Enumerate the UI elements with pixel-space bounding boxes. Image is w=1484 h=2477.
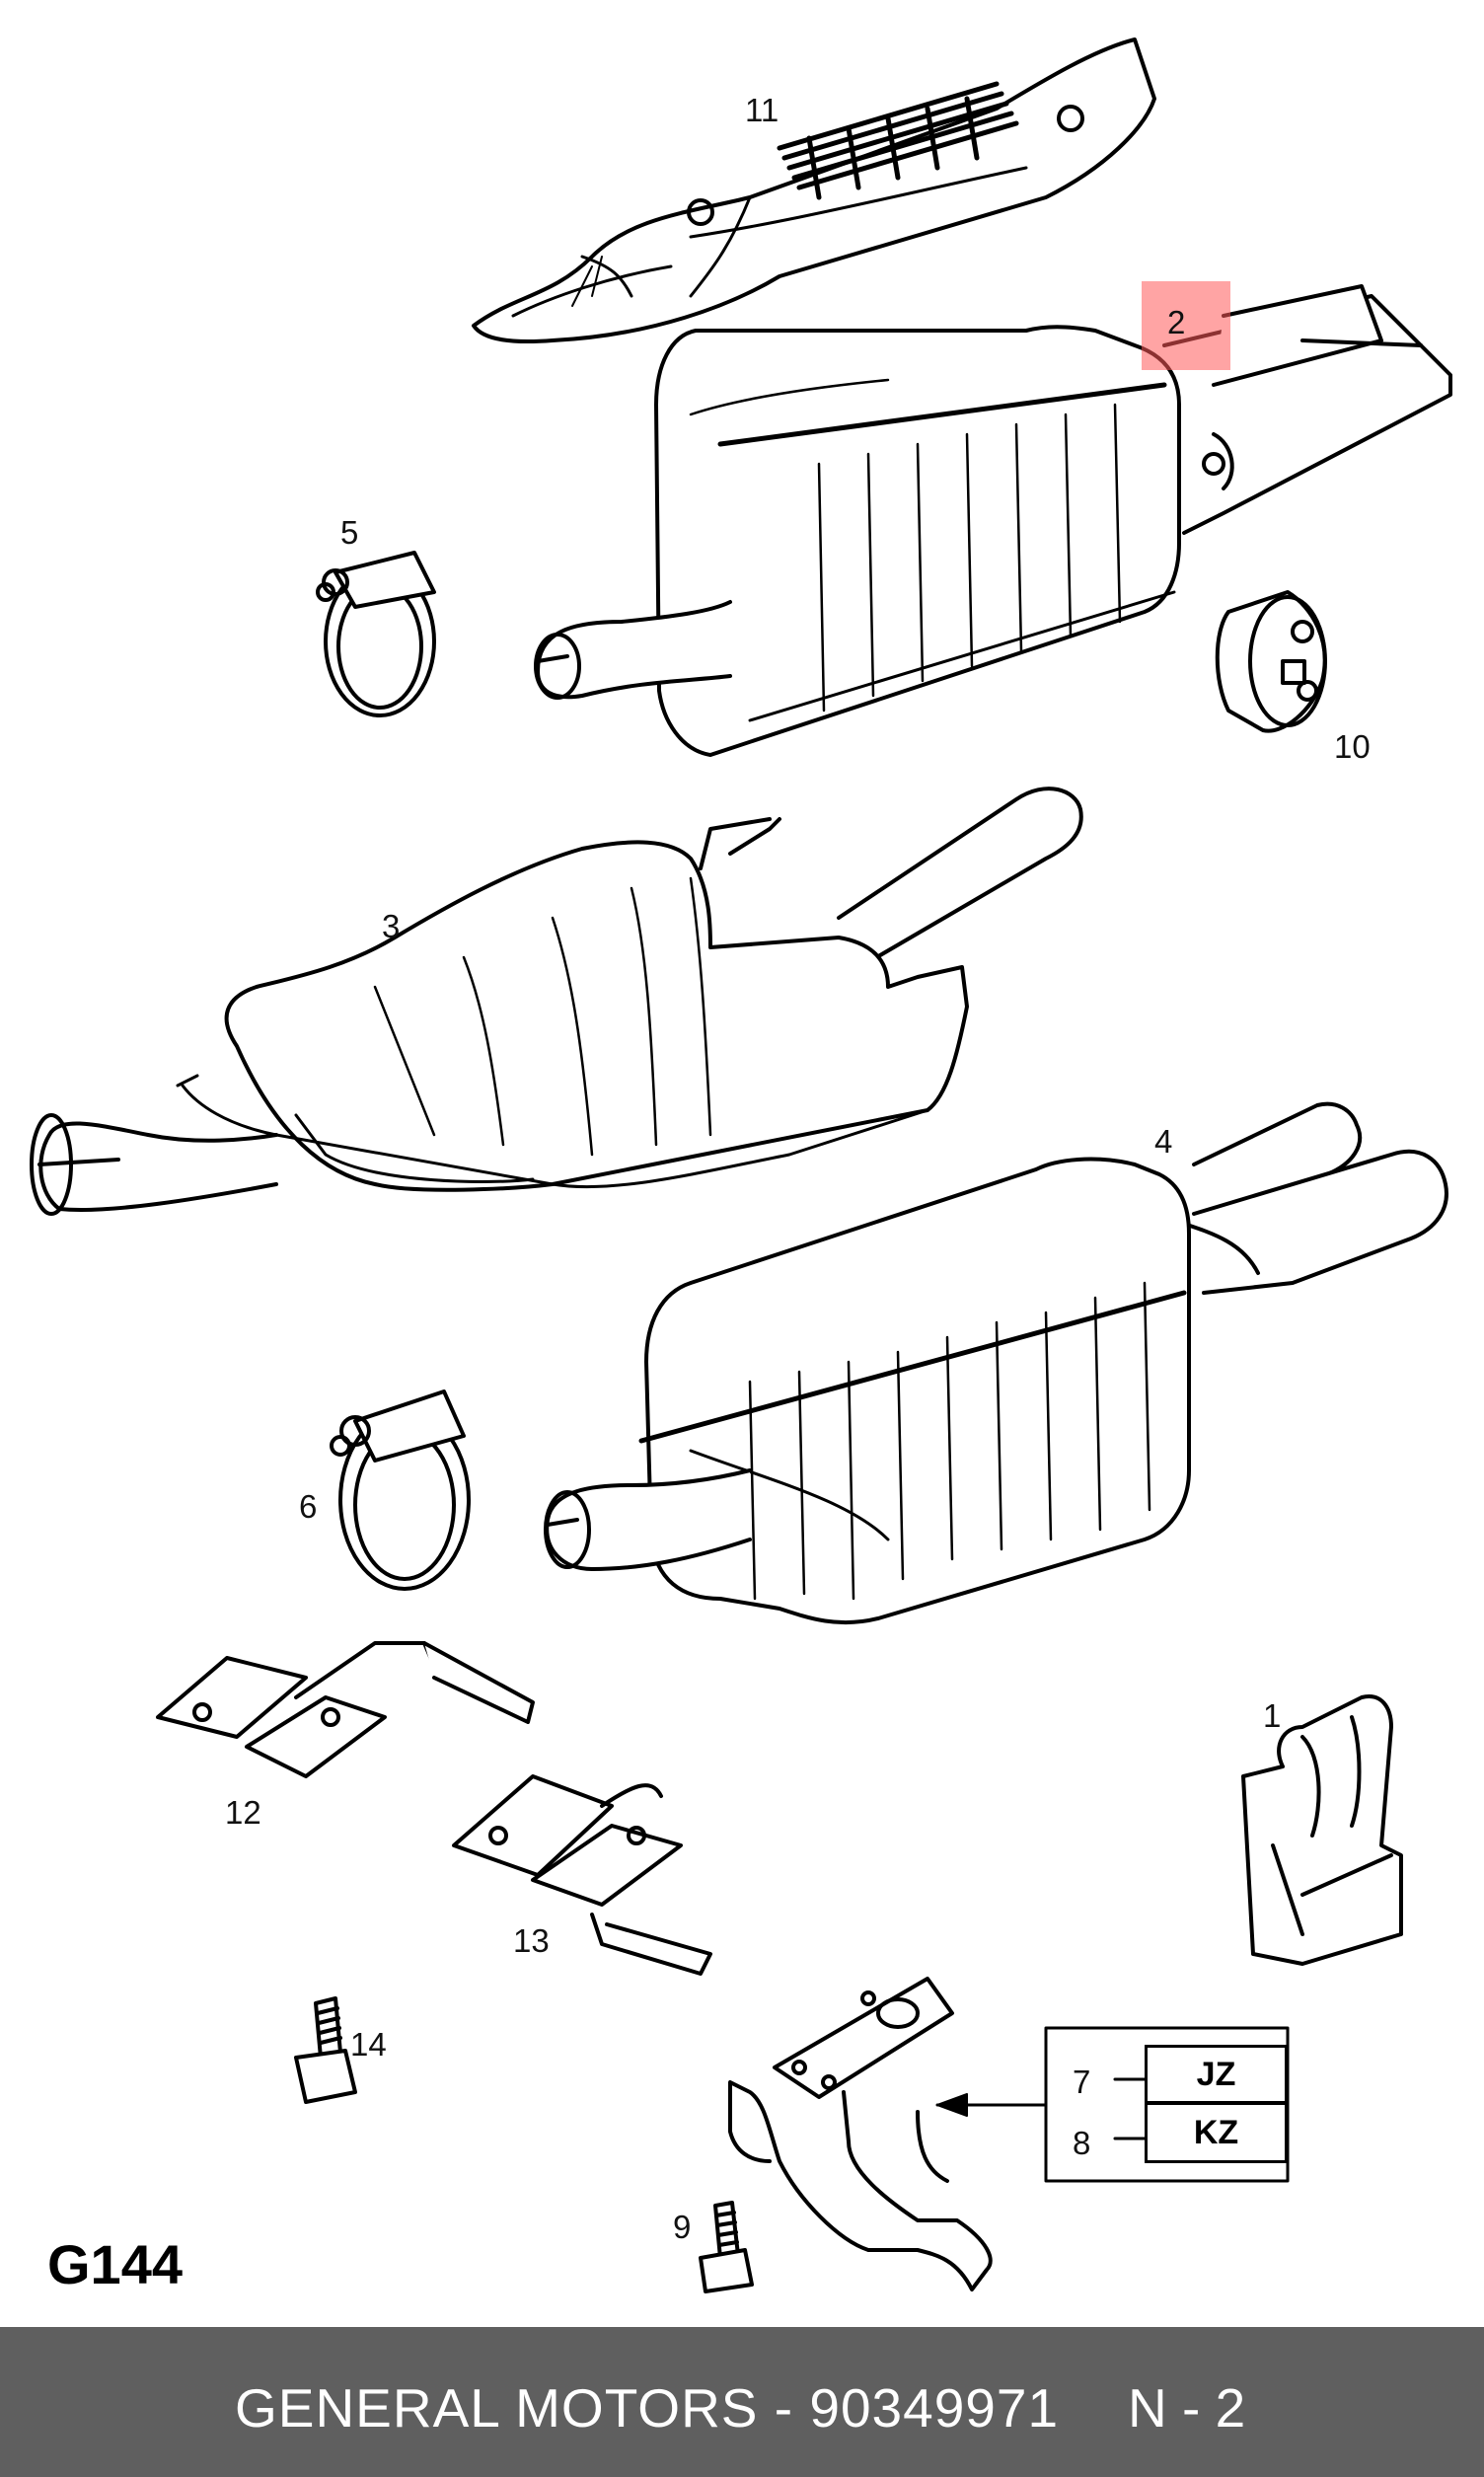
variant-code-kz: KZ	[1145, 2102, 1288, 2163]
part-label-14: 14	[350, 2026, 387, 2063]
part-label-3: 3	[382, 908, 401, 944]
part-label-13: 13	[513, 1922, 550, 1959]
part-label-9: 9	[673, 2209, 692, 2245]
footer-page: N - 2	[1128, 2377, 1246, 2439]
hanger-bracket-part-12	[156, 1641, 535, 1778]
clamp-part-6	[330, 1389, 471, 1591]
part-label-1: 1	[1263, 1697, 1282, 1734]
part-label-10: 10	[1334, 728, 1371, 765]
bolt-part-9	[699, 2201, 754, 2293]
part-label-6: 6	[299, 1488, 318, 1525]
mounting-bracket-part-7-8	[728, 1977, 993, 2291]
part-label-4: 4	[1154, 1123, 1173, 1160]
hanger-bracket-part-13	[452, 1774, 712, 1976]
footer-part-number: GENERAL MOTORS - 90349971	[235, 2377, 1060, 2439]
rear-muffler-part-2	[534, 284, 1452, 757]
footer-bar	[0, 2327, 1484, 2477]
diagram-code: G144	[47, 2233, 183, 2295]
variant-code-jz: JZ	[1145, 2045, 1288, 2104]
part-label-11: 11	[745, 92, 779, 128]
bolt-part-14	[294, 1996, 357, 2104]
part-label-5: 5	[340, 514, 359, 551]
part-label-8: 8	[1073, 2125, 1091, 2161]
heat-shield-part-11	[472, 38, 1156, 344]
rubber-hanger-part-1	[1241, 1694, 1403, 1966]
center-silencer-part-3	[30, 787, 1083, 1216]
part-label-7: 7	[1073, 2064, 1091, 2100]
part-label-12: 12	[225, 1794, 261, 1831]
rubber-mount-part-10	[1215, 590, 1327, 733]
clamp-part-5	[316, 551, 436, 717]
rear-muffler-part-4	[544, 1101, 1448, 1625]
part-label-2: 2	[1167, 304, 1186, 340]
